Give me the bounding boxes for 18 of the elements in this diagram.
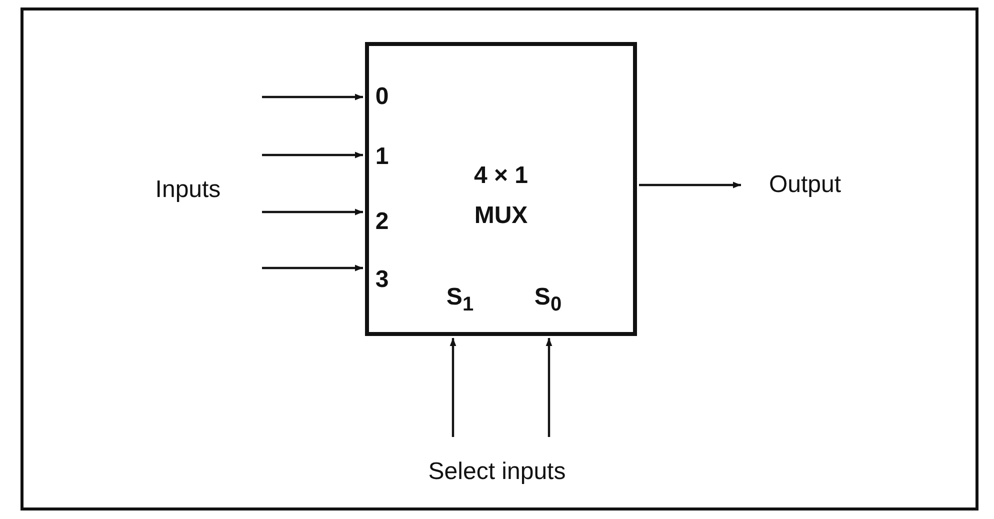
multiplexer-block xyxy=(365,42,637,336)
arrow xyxy=(262,208,363,216)
group-label: Inputs xyxy=(155,176,221,204)
pin-number: 3 xyxy=(375,266,389,294)
arrow xyxy=(450,338,456,437)
select-pin-label: S$_{1}$ xyxy=(446,284,474,316)
group-label: Select inputs xyxy=(428,458,566,486)
pin-number: 2 xyxy=(375,208,389,236)
arrow xyxy=(546,338,552,437)
pin-number: 1 xyxy=(375,143,389,171)
select-pin-label: S$_{0}$ xyxy=(534,284,562,316)
arrow xyxy=(262,94,363,100)
pin-number: 0 xyxy=(375,83,389,111)
block-title: 4 × 1 MUX xyxy=(472,161,530,231)
arrow xyxy=(262,264,363,272)
arrow xyxy=(262,152,363,158)
arrow xyxy=(639,182,741,188)
output-text: Output xyxy=(768,170,842,200)
